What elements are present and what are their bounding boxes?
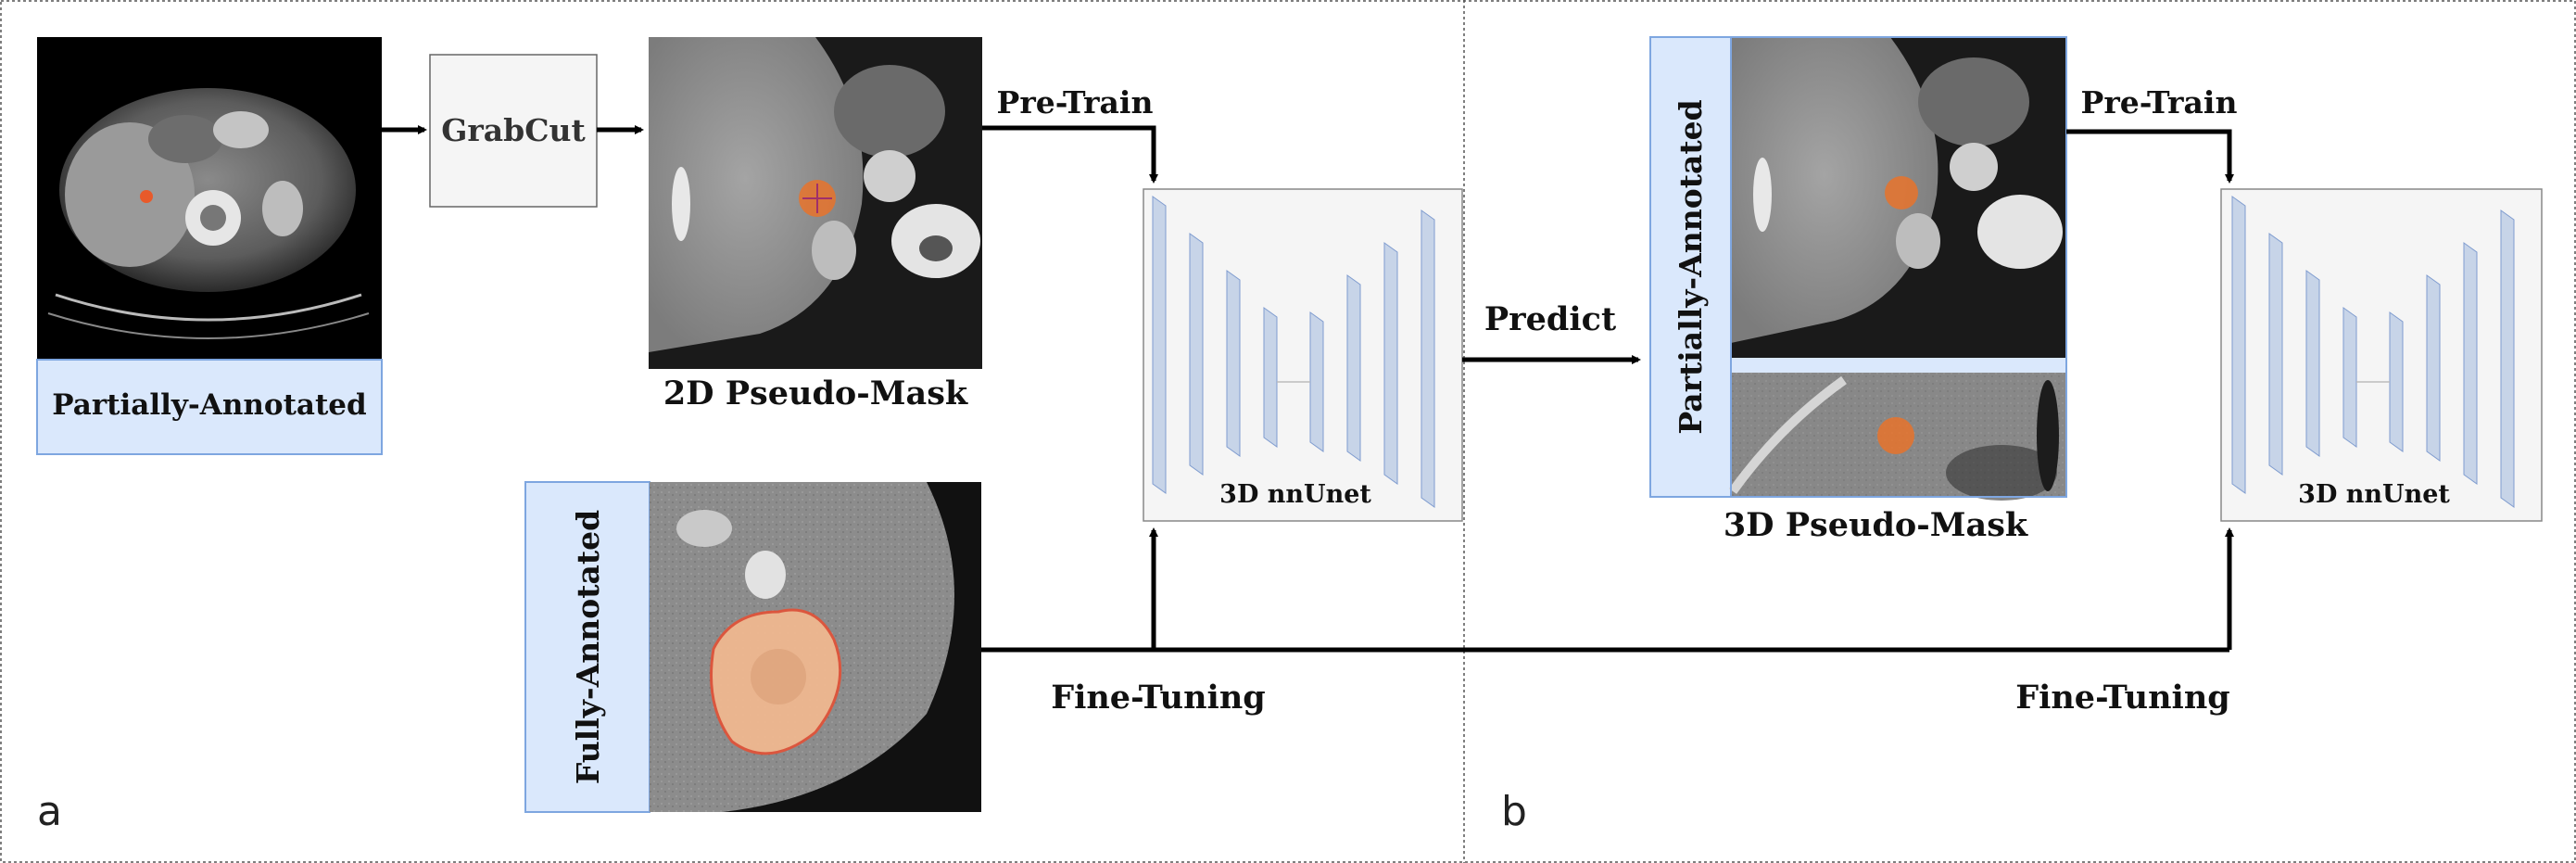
arrow-pretrain-b [2066,129,2234,184]
fully-annotated-ct-image [650,482,981,812]
pretrain-label-a: Pre-Train [997,84,1154,121]
partially-annotated-ct-image [37,37,382,360]
grabcut-box [429,54,598,208]
fully-annotated-label-box [524,481,650,813]
nnunet-network-b: 3D nnUnet [2220,188,2543,522]
partially-annotated-label: Partially-Annotated [52,388,366,422]
unet-architecture-icon [1152,196,1435,508]
unet-architecture-icon [2231,196,2515,508]
finetuning-label-a: Fine-Tuning [1051,679,1266,717]
pseudo-mask-2d-image [649,37,982,369]
partially-annotated-label-box [36,359,383,455]
nnunet-label-b: 3D nnUnet [2298,480,2450,509]
predict-label: Predict [1484,300,1616,338]
panel-letter-a: a [37,788,62,835]
pseudo-mask-2d-label: 2D Pseudo-Mask [663,374,968,412]
pseudo-mask-3d-coronal-image [1728,373,2066,501]
panel-letter-b: b [1501,788,1527,835]
pretrain-label-b: Pre-Train [2081,84,2238,121]
finetuning-label-b: Fine-Tuning [2015,679,2230,717]
pseudo-mask-3d-border [1730,36,2067,498]
pseudo-mask-3d-divider [1731,358,2066,373]
grabcut-label: GrabCut [441,112,586,148]
nnunet-network-a: 3D nnUnet [1143,188,1463,522]
partially-annotated-label-box-b [1649,36,1732,498]
nnunet-label-a: 3D nnUnet [1219,480,1371,509]
partially-annotated-label-b: Partially-Annotated [1673,99,1709,434]
fully-annotated-label: Fully-Annotated [570,510,606,784]
pseudo-mask-3d-label: 3D Pseudo-Mask [1724,506,2028,544]
pseudo-mask-3d-axial-image [1731,37,2066,358]
arrow-pretrain-a [982,125,1158,184]
